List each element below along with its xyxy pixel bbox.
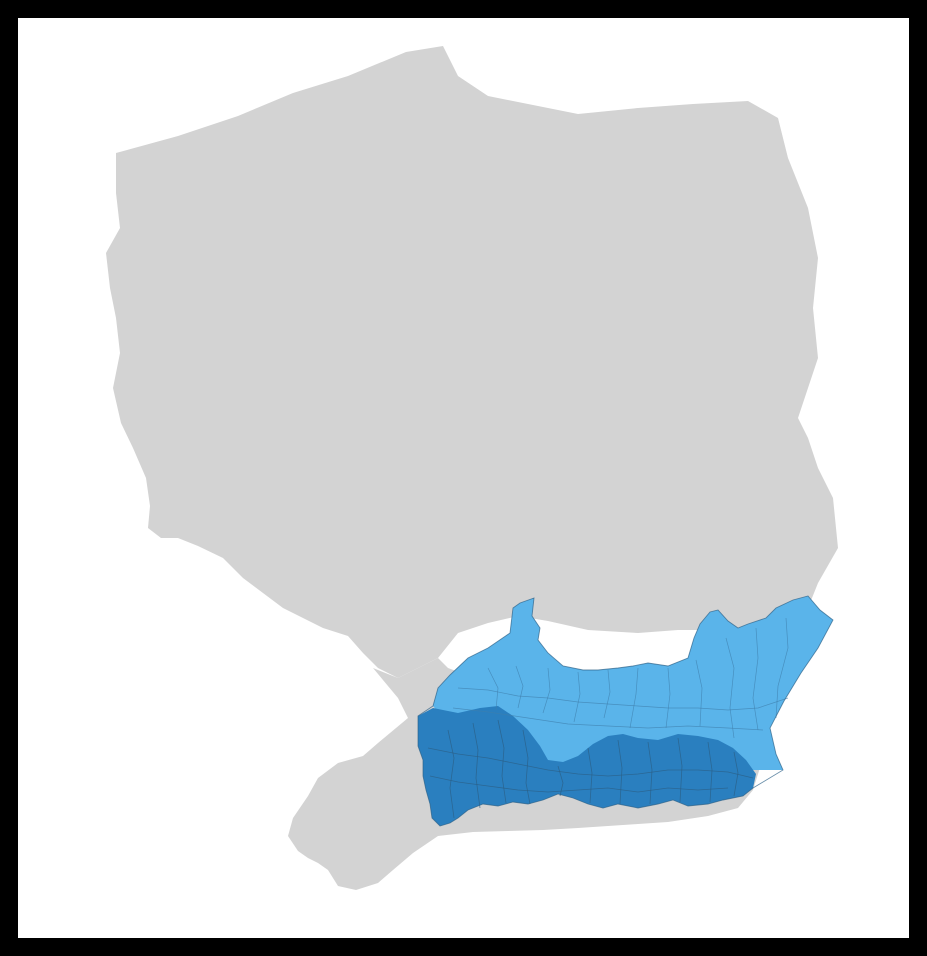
map-canvas bbox=[18, 18, 909, 938]
highlight-outline bbox=[417, 595, 834, 827]
highlight-band-light bbox=[433, 596, 833, 770]
highlight-band-dark bbox=[418, 706, 756, 826]
map-svg bbox=[106, 46, 838, 890]
light-band-borders bbox=[452, 617, 789, 739]
dark-band-borders bbox=[427, 719, 754, 819]
base-region-north bbox=[106, 46, 838, 678]
